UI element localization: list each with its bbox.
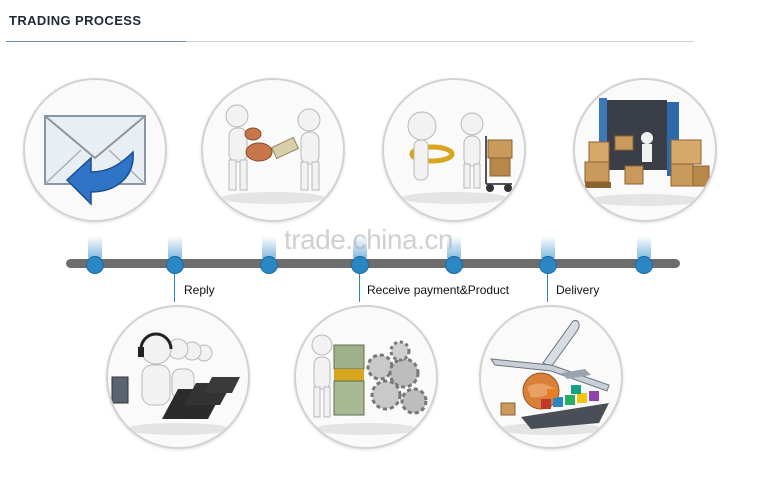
timeline-node <box>635 256 653 274</box>
container-warehouse-icon <box>575 80 715 220</box>
step-warehouse-circle <box>573 78 717 222</box>
timeline-node <box>445 256 463 274</box>
timeline-bar <box>66 259 680 268</box>
email-inquiry-icon <box>25 80 165 220</box>
title-divider <box>6 41 694 42</box>
step-order-circle <box>382 78 526 222</box>
timeline-stem <box>88 236 102 258</box>
timeline-node <box>166 256 184 274</box>
negotiation-handshake-icon <box>203 80 343 220</box>
timeline-node <box>351 256 369 274</box>
delivery-tick <box>547 274 548 302</box>
watermark-text: trade.china.cn <box>284 224 453 256</box>
timeline-stem <box>262 236 276 258</box>
timeline-node <box>539 256 557 274</box>
timeline-stem <box>541 236 555 258</box>
step-negotiation-circle <box>201 78 345 222</box>
label-delivery: Delivery <box>556 283 599 297</box>
timeline-stem <box>637 236 651 258</box>
label-receive-payment: Receive payment&Product <box>367 283 509 297</box>
money-gears-icon <box>296 307 436 447</box>
airplane-globe-ship-icon <box>481 307 621 447</box>
reply-tick <box>174 274 175 302</box>
step-payment-circle <box>294 305 438 449</box>
page-title: TRADING PROCESS <box>9 13 141 28</box>
step-delivery-circle <box>479 305 623 449</box>
timeline-node <box>86 256 104 274</box>
timeline-stem <box>168 236 182 258</box>
timeline-node <box>260 256 278 274</box>
step-service-circle <box>106 305 250 449</box>
step-email-circle <box>23 78 167 222</box>
receive-tick <box>359 274 360 302</box>
label-reply: Reply <box>184 283 215 297</box>
ring-gift-cart-icon <box>384 80 524 220</box>
call-center-icon <box>108 307 248 447</box>
